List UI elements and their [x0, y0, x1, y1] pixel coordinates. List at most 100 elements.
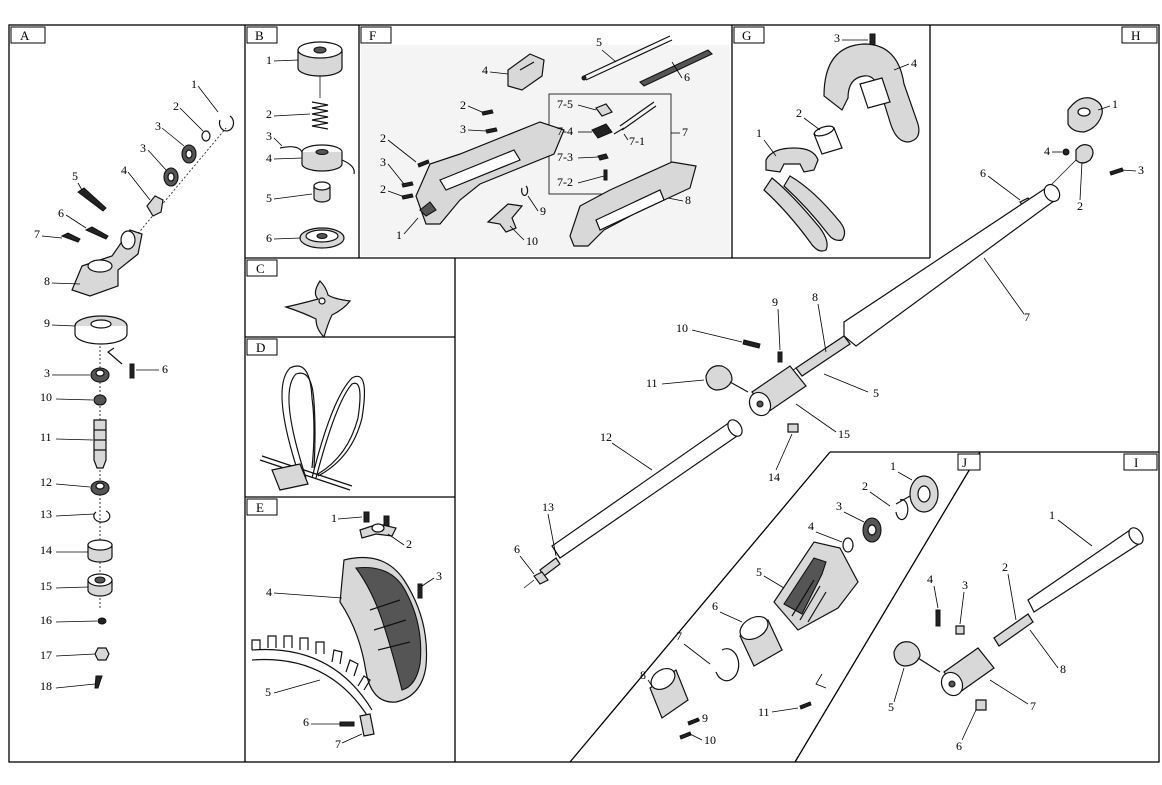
svg-text:7-2: 7-2: [557, 175, 573, 189]
a-washer-16: [97, 617, 107, 625]
j-washer-4: [842, 537, 854, 553]
svg-text:5: 5: [756, 565, 762, 579]
svg-text:7: 7: [335, 737, 341, 751]
h-driveshaft-8: [795, 335, 851, 377]
svg-text:4: 4: [121, 163, 127, 177]
a-washer-2: [201, 130, 211, 142]
a-labels: 1 2 3 3 4 5 6 7 8 9 6 3 10 11 12 13 14 1…: [34, 77, 219, 693]
svg-text:8: 8: [1060, 662, 1066, 676]
e-screw-1a: [363, 511, 370, 523]
svg-text:3: 3: [140, 141, 146, 155]
svg-text:6: 6: [684, 70, 690, 84]
svg-text:15: 15: [838, 427, 850, 441]
j-circlip-2: [895, 498, 909, 521]
svg-text:I: I: [1134, 455, 1138, 470]
svg-text:10: 10: [676, 321, 688, 335]
panel-j-coupling: 1 2 3 4 5 6 7 8 9 10 11: [640, 459, 939, 747]
a-shaft-11: [93, 419, 107, 469]
svg-text:5: 5: [888, 700, 894, 714]
svg-text:14: 14: [40, 543, 52, 557]
svg-text:8: 8: [640, 668, 646, 682]
svg-text:2: 2: [796, 106, 802, 120]
panel-tag-E: E: [246, 498, 278, 516]
svg-text:2: 2: [862, 479, 868, 493]
f-screw-2a: [417, 159, 430, 168]
i-screw-4: [935, 609, 941, 627]
a-circlip-1: [218, 115, 235, 132]
svg-text:3: 3: [436, 569, 442, 583]
e-blade-5: [251, 648, 373, 721]
svg-text:6: 6: [712, 599, 718, 613]
e-bracket-7: [359, 713, 375, 737]
panel-tag-B: B: [246, 26, 278, 44]
svg-text:7-5: 7-5: [557, 97, 573, 111]
f-part-7-2: [603, 169, 608, 181]
panel-d-harness: [259, 365, 365, 491]
svg-text:3: 3: [836, 499, 842, 513]
panel-tag-G: G: [733, 26, 765, 44]
svg-text:13: 13: [40, 507, 52, 521]
svg-text:15: 15: [40, 579, 52, 593]
svg-text:2: 2: [460, 98, 466, 112]
g-loop-4: [823, 43, 920, 143]
a-circlip-13: [93, 510, 111, 523]
svg-text:5: 5: [72, 169, 78, 183]
panel-tag-A: A: [10, 26, 46, 44]
f-cover-4: [507, 53, 545, 91]
svg-text:14: 14: [768, 470, 780, 484]
f-screw-3a: [401, 181, 414, 188]
svg-text:1: 1: [756, 126, 762, 140]
svg-text:1: 1: [266, 53, 272, 67]
svg-text:9: 9: [702, 711, 708, 725]
svg-text:B: B: [255, 28, 264, 43]
svg-text:6: 6: [58, 206, 64, 220]
svg-text:D: D: [256, 340, 265, 355]
j-labels: 1 2 3 4 5 6 7 8 9 10 11: [640, 459, 913, 747]
svg-text:1: 1: [1112, 97, 1118, 111]
svg-text:J: J: [962, 455, 967, 470]
f-cable-5: [583, 35, 673, 81]
svg-text:7: 7: [1030, 699, 1036, 713]
svg-text:11: 11: [758, 705, 770, 719]
a-screw-5: [77, 187, 107, 212]
f-part-7-1: [613, 101, 657, 135]
e-labels: 1 2 3 4 5 6 7: [265, 511, 442, 751]
panel-e-guard: 1 2 3 4 5 6 7: [251, 511, 442, 751]
j-circlip-7: [715, 648, 740, 682]
a-pin-18: [94, 675, 103, 689]
svg-text:E: E: [256, 500, 264, 515]
svg-text:6: 6: [162, 362, 168, 376]
svg-text:4: 4: [266, 151, 272, 165]
h-pin-9: [777, 351, 783, 363]
svg-text:6: 6: [980, 166, 986, 180]
a-nut-17: [94, 647, 110, 661]
e-screw-3: [417, 583, 423, 599]
g-clamp-1: [765, 147, 819, 173]
b-spring-2: [311, 101, 329, 130]
panel-frames: [8, 24, 1160, 763]
svg-text:10: 10: [40, 390, 52, 404]
j-screw-9: [687, 717, 700, 726]
f-handle-half-1: [415, 121, 565, 225]
panel-c-blade: [283, 280, 352, 339]
i-tube-1: [1027, 529, 1143, 613]
svg-text:1: 1: [191, 77, 197, 91]
f-screw-2c: [481, 109, 494, 116]
svg-text:1: 1: [331, 511, 337, 525]
svg-text:12: 12: [600, 430, 612, 444]
f-spring-9: [521, 185, 529, 197]
i-shaft-8: [993, 613, 1034, 647]
e-screw-1b: [383, 515, 390, 527]
a-pinion-4: [146, 195, 164, 217]
f-part-7-3: [597, 153, 609, 161]
svg-text:A: A: [20, 28, 30, 43]
svg-text:4: 4: [808, 519, 814, 533]
a-screw-6: [84, 226, 109, 240]
svg-text:8: 8: [685, 193, 691, 207]
panel-tag-F: F: [360, 26, 392, 44]
svg-text:7: 7: [34, 227, 40, 241]
h-screw-4: [1062, 148, 1070, 156]
svg-text:2: 2: [173, 99, 179, 113]
panel-tag-I: I: [1123, 453, 1158, 471]
panel-h-shaft-assembly: 1 4 3 2 6 7 8 9 10 11 5 15 14 12 13 6: [514, 97, 1144, 589]
